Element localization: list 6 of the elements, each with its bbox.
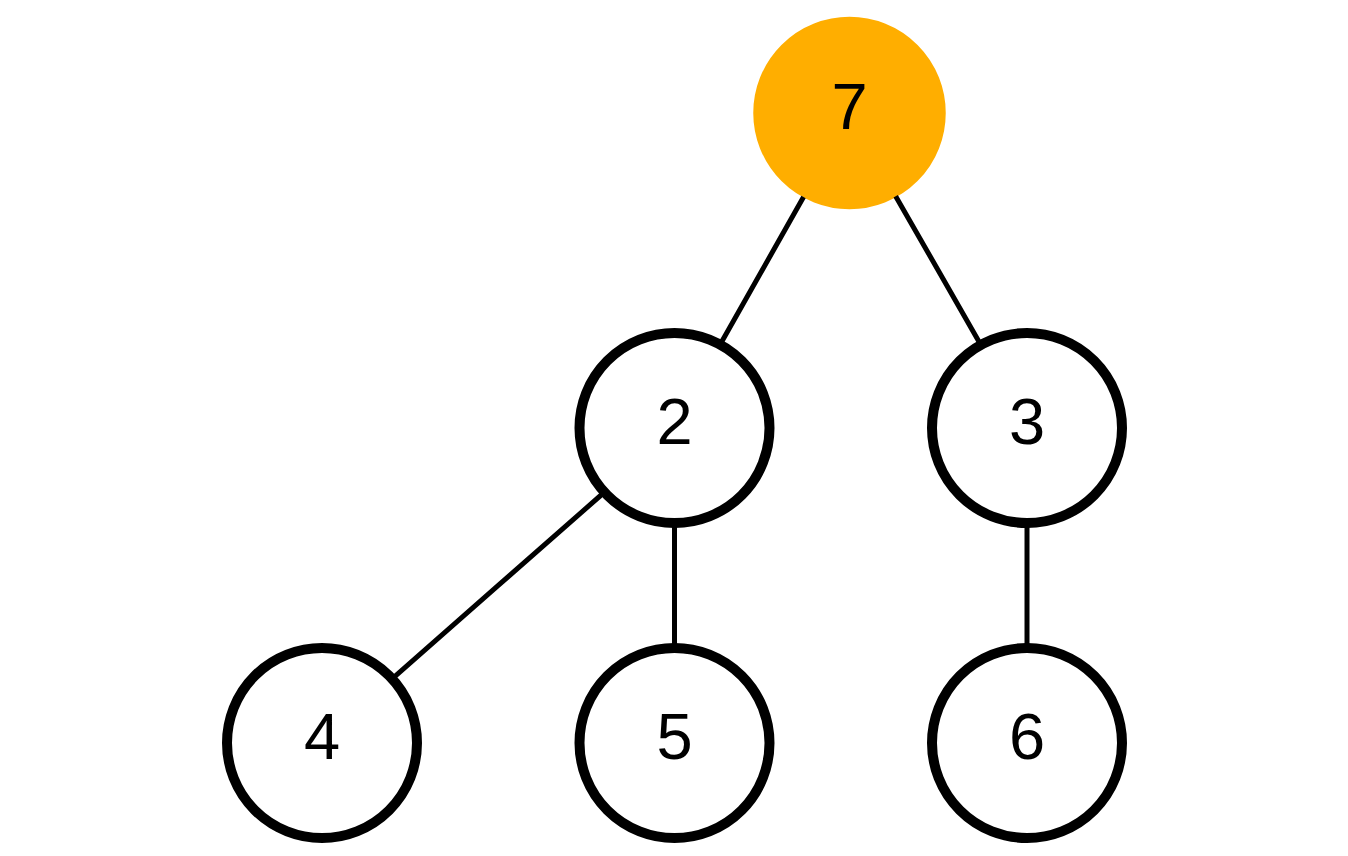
node-circle: 5 [574, 643, 774, 843]
node-circle: 4 [221, 643, 422, 843]
node-circle: 3 [926, 328, 1127, 528]
node-circle: 6 [926, 643, 1127, 843]
node-circle: 2 [574, 328, 774, 528]
node-circle: 7 [752, 16, 946, 210]
